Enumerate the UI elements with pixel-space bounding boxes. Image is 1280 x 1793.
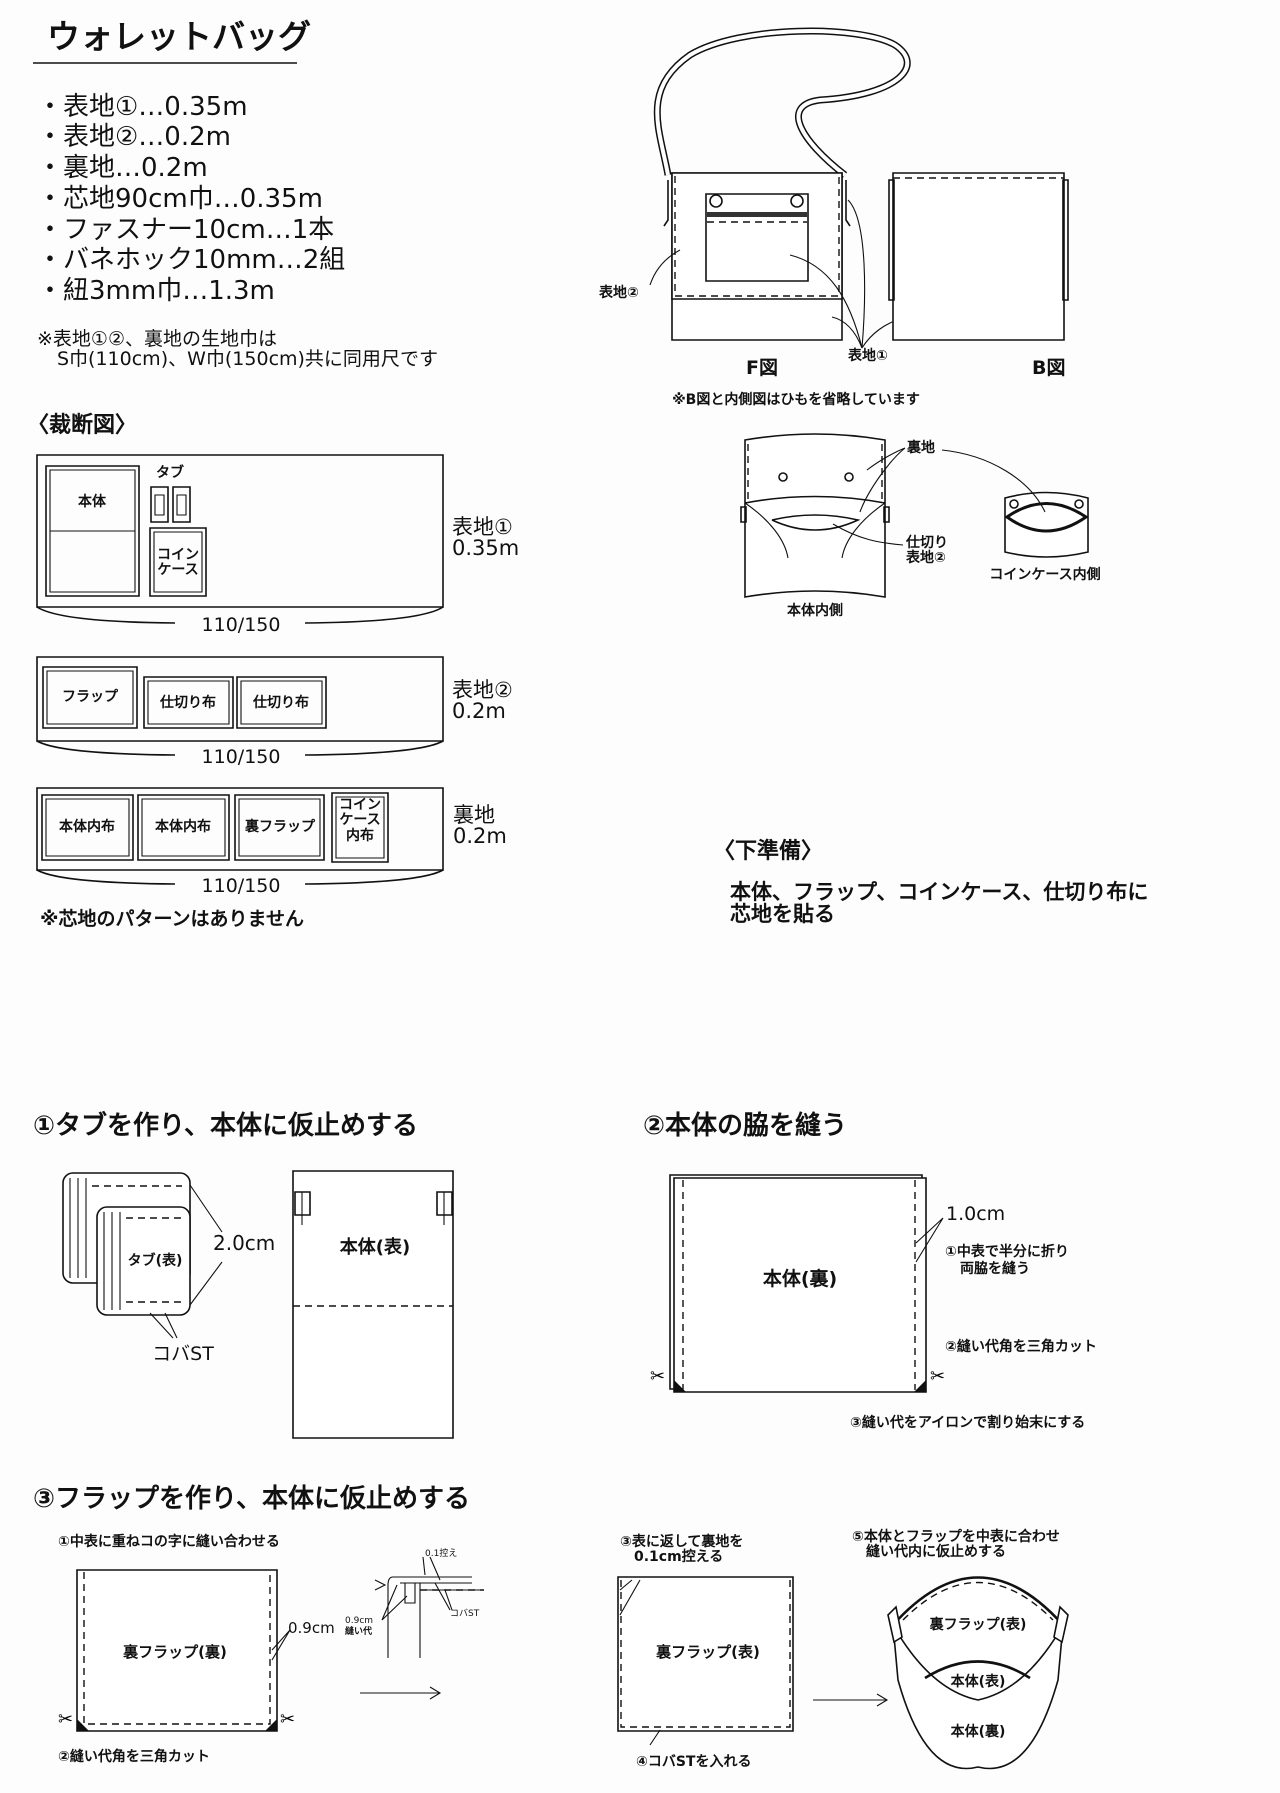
piece-label: 本体内布 — [155, 819, 211, 835]
piece-label: 本体 — [78, 494, 106, 510]
piece-label: コイン ケース 内布 — [339, 797, 381, 844]
step2-heading: ②本体の脇を縫う — [643, 1111, 848, 1141]
piece-label: 仕切り布 — [253, 695, 309, 711]
scissors-icon: ✂ — [650, 1366, 665, 1387]
material-item: ・表地①…0.35m — [37, 92, 248, 122]
scissors-icon: ✂ — [58, 1709, 73, 1730]
fabric-length: 0.2m — [452, 699, 506, 723]
cutting-note: ※芯地のパターンはありません — [40, 908, 304, 930]
front-view-bag — [650, 31, 907, 348]
bowl-label: 裏フラップ(表) — [929, 1617, 1027, 1633]
front-caption: F図 — [746, 357, 778, 379]
piece-label: コイン ケース — [157, 547, 199, 579]
step2-note: ②縫い代角を三角カット — [945, 1339, 1097, 1355]
piece-label: タブ — [156, 465, 184, 481]
step3-sub: ③表に返して裏地を — [620, 1534, 744, 1550]
fabric-name: 表地① — [452, 515, 513, 539]
dimension-label: 2.0cm — [213, 1231, 276, 1255]
back-view-bag — [889, 173, 1068, 340]
body-front-label: 本体(表) — [339, 1237, 411, 1258]
material-item: ・バネホック10mm…2組 — [37, 245, 346, 275]
fabric-name: 裏地 — [453, 803, 495, 827]
step3-sub: ②縫い代角を三角カット — [58, 1749, 210, 1765]
label-omote1: 表地① — [848, 348, 888, 364]
step3-sub: ⑤本体とフラップを中表に合わせ — [852, 1529, 1060, 1545]
step2-body-drawing: ✂ ✂ — [650, 1175, 945, 1392]
material-item: ・ファスナー10cm…1本 — [37, 215, 335, 245]
fabric-width: 110/150 — [201, 875, 281, 897]
step3-seam-detail — [360, 1557, 484, 1699]
fabric-note: S巾(110cm)、W巾(150cm)共に同用尺です — [57, 348, 438, 370]
step3-sub: 0.1cm控える — [634, 1549, 724, 1565]
inside-body-view — [741, 434, 905, 597]
dimension-label: 0.9cm — [288, 1619, 335, 1637]
bowl-label: 本体(表) — [950, 1674, 1006, 1690]
piece-label: 仕切り布 — [160, 695, 216, 711]
bowl-label: 本体(裏) — [950, 1724, 1006, 1740]
label-shikiri: 仕切り — [906, 535, 948, 551]
fabric-width: 110/150 — [201, 746, 281, 768]
flap-back-label: 裏フラップ(裏) — [123, 1643, 227, 1661]
scissors-icon: ✂ — [280, 1709, 295, 1730]
inside-coin-case-view — [942, 450, 1088, 557]
page-title: ウォレットバッグ — [47, 17, 311, 56]
coin-inside-caption: コインケース内側 — [989, 567, 1101, 583]
step3-sub: ④コバSTを入れる — [636, 1754, 752, 1770]
label-shikiri-omote2: 表地② — [906, 550, 946, 566]
dimension-label: 1.0cm — [946, 1203, 1006, 1225]
material-item: ・表地②…0.2m — [37, 122, 231, 152]
cutting-heading: 〈裁断図〉 — [27, 413, 138, 438]
body-back-label: 本体(裏) — [762, 1268, 838, 1290]
detail-seam-label: 0.9cm — [345, 1616, 374, 1626]
step3-bowl-drawing — [888, 1578, 1068, 1769]
step3-flap-front-drawing — [618, 1577, 887, 1745]
prep-heading: 〈下準備〉 — [713, 839, 824, 864]
step1-body-drawing — [293, 1171, 453, 1438]
step2-note: 両脇を縫う — [960, 1261, 1030, 1277]
step2-note: ③縫い代をアイロンで割り始末にする — [850, 1415, 1086, 1431]
back-caption: B図 — [1032, 357, 1066, 379]
zipper — [707, 212, 807, 217]
step3-flap-back-drawing: ✂ ✂ — [58, 1570, 295, 1731]
material-item: ・紐3mm巾…1.3m — [37, 276, 275, 306]
cutting-layout-fabric-2 — [37, 657, 443, 755]
fabric-length: 0.2m — [453, 824, 507, 848]
fabric-name: 表地② — [452, 678, 513, 702]
inside-caption: 本体内側 — [787, 603, 843, 619]
prep-text: 本体、フラップ、コインケース、仕切り布に — [730, 880, 1149, 904]
material-item: ・芯地90cm巾…0.35m — [37, 184, 323, 214]
piece-label: 裏フラップ — [245, 819, 315, 835]
label-omote2: 表地② — [599, 285, 639, 301]
pocket — [706, 194, 808, 281]
step3-sub: 縫い代内に仮止めする — [866, 1544, 1006, 1560]
piece-label: フラップ — [62, 689, 118, 705]
stitch-label: コバST — [152, 1343, 214, 1365]
illustration-note: ※B図と内側図はひもを省略しています — [672, 392, 920, 408]
detail-stitch-label: コバST — [450, 1609, 480, 1619]
step1-heading: ①タブを作り、本体に仮止めする — [33, 1111, 418, 1141]
detail-offset-label: 0.1控え — [425, 1549, 458, 1559]
fabric-note: ※表地①②、裏地の生地巾は — [37, 328, 277, 350]
material-item: ・裏地…0.2m — [37, 153, 208, 183]
cutting-layout-fabric-1 — [37, 455, 443, 623]
scissors-icon: ✂ — [930, 1366, 945, 1387]
step1-tab-drawing — [63, 1173, 222, 1338]
detail-seam-label: 縫い代 — [345, 1627, 373, 1637]
step2-note: ①中表で半分に折り — [945, 1244, 1069, 1260]
piece-label: 本体内布 — [59, 819, 115, 835]
label-urachi: 裏地 — [907, 440, 935, 456]
fabric-width: 110/150 — [201, 614, 281, 636]
flap-front-label: 裏フラップ(表) — [656, 1643, 760, 1661]
fabric-length: 0.35m — [452, 536, 520, 560]
tab-label: タブ(表) — [127, 1253, 183, 1269]
step3-sub: ①中表に重ねコの字に縫い合わせる — [58, 1534, 280, 1550]
prep-text: 芯地を貼る — [730, 902, 835, 926]
step3-heading: ③フラップを作り、本体に仮止めする — [33, 1484, 470, 1514]
cutting-layout-fabric-3 — [37, 788, 443, 884]
